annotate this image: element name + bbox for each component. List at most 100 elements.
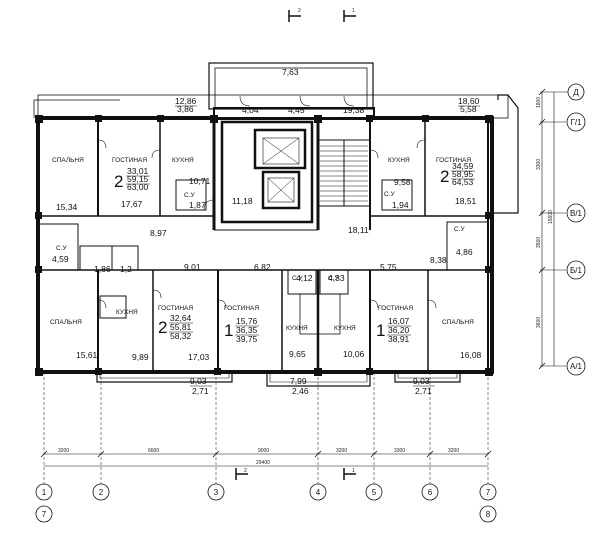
room-label-kitchen: КУХНЯ [388,157,410,164]
room-area: 15,61 [76,350,98,360]
room-label-living: ГОСТИНАЯ [436,157,471,164]
dim-right: 3300 [536,159,542,170]
room-areas: 7,63 12,86 3,86 4,04 4,45 19,38 18,60 5,… [52,67,482,396]
axis-col: 4 [309,372,327,501]
axis-col: 3 [207,372,225,501]
room-area: 10,06 [343,349,365,359]
room-area: 8,97 [150,228,167,238]
room-area: 16,08 [460,350,482,360]
svg-text:1: 1 [42,488,47,497]
room-area: 19,38 [343,105,365,115]
apartment-a5: 1 16,07 36,20 38,91 [376,316,411,344]
room-area: 4,12 [296,273,313,283]
room-area: 17,03 [188,352,210,362]
section-mark: 2 [244,468,247,474]
dim-bottom: 3200 [448,448,459,454]
section-mark: 2 [298,8,301,14]
apartment-total-balcony-area: 64,53 [452,177,474,187]
apartment-total-area: 36,35 [236,325,258,335]
axis-col: 7 [35,505,53,523]
apartment-living-area: 32,64 [170,313,192,323]
dim-right: 1800 [536,97,542,108]
svg-text:Г/1: Г/1 [570,118,582,127]
axis-row: Д [540,83,585,101]
room-area: 4,59 [52,254,69,264]
room-area: 15,34 [56,202,78,212]
svg-text:2: 2 [99,488,104,497]
svg-text:Б/1: Б/1 [570,266,582,275]
room-label-living: ГОСТИНАЯ [112,157,147,164]
apartment-a3: 2 32,64 55,81 58,32 [158,313,193,341]
svg-text:В/1: В/1 [570,209,583,218]
axis-col: 7 [479,372,497,501]
room-area: 11,18 [232,196,253,206]
apartment-total-balcony-area: 38,91 [388,334,410,344]
apartment-living-area: 34,59 [452,161,474,171]
room-label-living: ГОСТИНАЯ [158,305,193,312]
room-label-bedroom: СПАЛЬНЯ [52,157,84,164]
room-label-bedroom: СПАЛЬНЯ [442,319,474,326]
room-area: 9,89 [132,352,149,362]
room-label-bathroom: С.У [328,275,340,282]
dim-right: 3500 [536,237,542,248]
room-area: 18,60 [458,96,480,106]
room-area: 1,2 [120,264,132,274]
apartment-living-area: 15,76 [236,316,258,326]
apartment-living-area: 33,01 [127,166,149,176]
room-label-kitchen: КУХНЯ [116,309,138,316]
axis-row: А/1 [540,356,586,376]
room-area: 5,58 [460,104,477,114]
room-area: 8,38 [430,255,447,265]
dim-right-total: 15600 [548,210,554,224]
axis-col: 1 [35,372,53,501]
room-area: 6,82 [254,262,271,272]
room-area: 17,67 [121,199,143,209]
apartment-total-balcony-area: 63,00 [127,182,149,192]
room-area: 4,33 [328,273,345,283]
axis-row: Г/1 [540,112,586,132]
dim-bottom: 9000 [258,448,269,454]
axis-markers: Д Г/1 В/1 Б/1 А/1 1 7 [35,83,586,523]
svg-text:3: 3 [214,488,219,497]
dim-bottom: 3300 [394,448,405,454]
axis-col: 5 [365,372,383,501]
room-area: 3,86 [177,104,194,114]
room-label-bedroom: СПАЛЬНЯ [50,319,82,326]
room-area: 12,86 [175,96,197,106]
room-area: 4,86 [456,247,473,257]
apartment-total-balcony-area: 58,32 [170,331,192,341]
room-label-bathroom: С.У [56,245,68,252]
svg-text:А/1: А/1 [570,362,583,371]
dim-bottom: 3200 [58,448,69,454]
room-area: 9,65 [289,349,306,359]
apartment-a4: 1 15,76 36,35 39,75 [224,316,259,344]
room-area: 9,01 [184,262,201,272]
walls [33,62,519,387]
room-label-bathroom: С.У [184,192,196,199]
room-labels: СПАЛЬНЯ ГОСТИНАЯ КУХНЯ КУХНЯ ГОСТИНАЯ СП… [50,157,474,332]
svg-text:7: 7 [42,510,47,519]
apartment-a2: 2 34,59 58,95 64,53 [440,161,475,187]
room-area: 4,04 [242,105,259,115]
svg-text:8: 8 [486,510,491,519]
axis-row: Б/1 [540,260,586,280]
apartment-total-area: 36,20 [388,325,410,335]
room-area: 5,75 [380,262,397,272]
apartment-total-area: 58,95 [452,169,474,179]
dim-bottom-total: 29400 [256,460,270,466]
room-label-living: ГОСТИНАЯ [224,305,259,312]
room-label-bathroom: С.У [384,191,396,198]
room-area: 9,03 [190,376,207,386]
apartment-total-balcony-area: 39,75 [236,334,258,344]
section-mark: 1 [352,8,355,14]
room-area: 4,45 [288,105,305,115]
room-area: 10,71 [189,176,211,186]
room-area: 7,99 [290,376,307,386]
svg-text:7: 7 [486,488,491,497]
room-label-living: ГОСТИНАЯ [378,305,413,312]
apartment-a1: 2 33,01 59,15 63,00 [114,166,150,192]
svg-text:Д: Д [573,88,579,97]
dim-right: 3600 [536,317,542,328]
apartment-room-count: 1 [224,321,233,340]
